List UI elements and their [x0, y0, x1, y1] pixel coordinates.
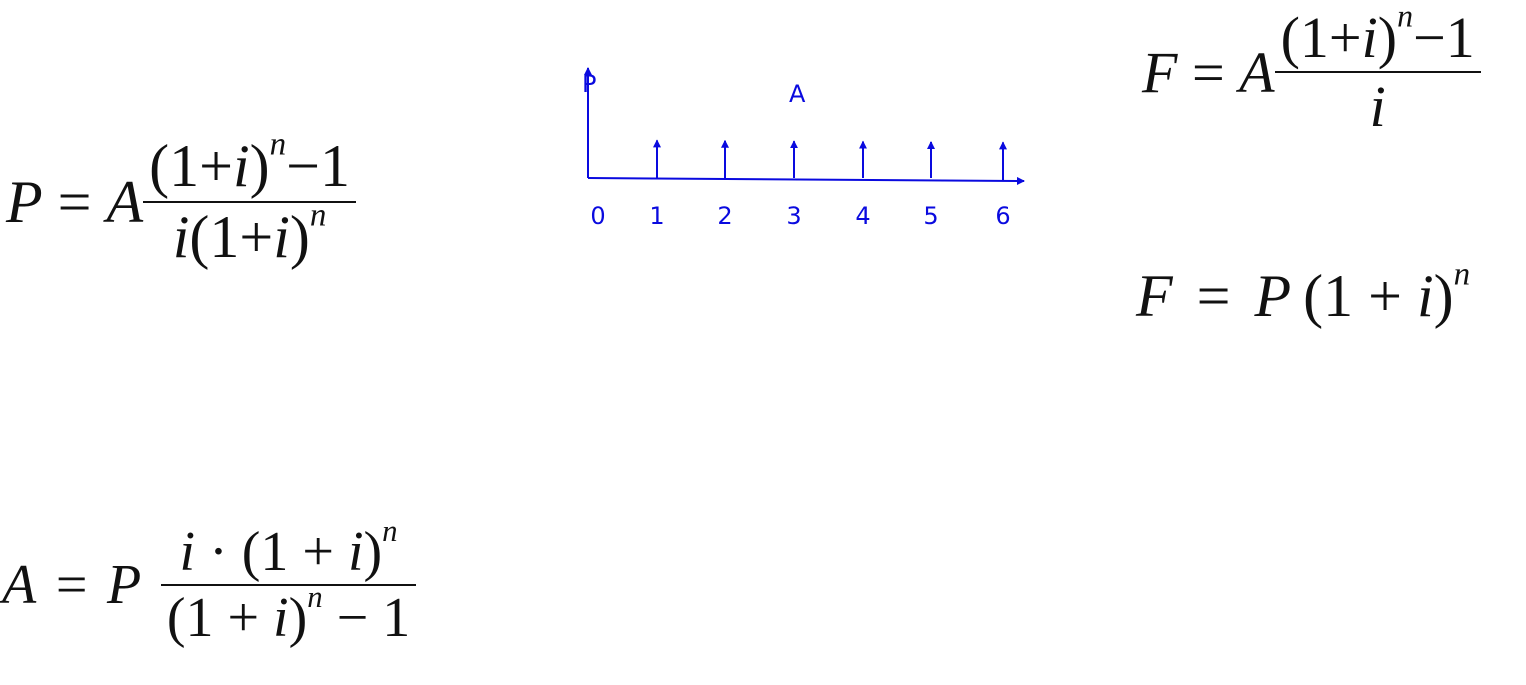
formula-lhs: A — [2, 554, 37, 616]
denominator: i — [1369, 74, 1386, 139]
equals-sign: = — [1191, 39, 1225, 105]
formula-lhs: F — [1142, 39, 1178, 105]
period-label-2: 2 — [717, 202, 732, 230]
formula-coefficient: A — [106, 168, 144, 235]
equals-sign: = — [1196, 263, 1231, 329]
formula-future-value-of-annuity: F = A (1+i)n−1 i — [1142, 0, 1481, 140]
fraction-bar — [1274, 71, 1481, 73]
fraction-bar — [143, 201, 356, 203]
formula-body: (1 + i)n — [1303, 256, 1471, 329]
present-value-label: P — [582, 70, 596, 98]
formula-coefficient: A — [1239, 39, 1275, 105]
formula-future-value-of-present: F = P (1 + i)n — [1136, 256, 1471, 331]
period-label-1: 1 — [649, 202, 664, 230]
numerator: (1+i)n−1 — [1280, 0, 1475, 70]
numerator: (1+i)n−1 — [149, 126, 350, 199]
denominator: i(1+i)n — [172, 197, 327, 270]
fraction: (1+i)n−1 i — [1274, 0, 1481, 140]
period-label-0: 0 — [590, 202, 605, 230]
equals-sign: = — [55, 554, 88, 616]
formula-lhs: P — [6, 168, 43, 235]
equals-sign: = — [57, 168, 92, 235]
period-label-6: 6 — [995, 202, 1010, 230]
time-axis — [587, 176, 1025, 185]
period-label-5: 5 — [923, 202, 938, 230]
period-label-4: 4 — [855, 202, 870, 230]
formula-present-value-of-annuity: P = A (1+i)n−1 i(1+i)n — [6, 126, 356, 272]
formula-coefficient: P — [107, 554, 142, 616]
cash-flow-diagram: P A 0 1 2 3 4 5 6 — [582, 67, 1025, 230]
formula-capital-recovery: A = P i · (1 + i)n (1 + i)n − 1 — [2, 513, 417, 650]
fraction: (1+i)n−1 i(1+i)n — [143, 126, 356, 272]
period-label-3: 3 — [786, 202, 801, 230]
fraction: i · (1 + i)n (1 + i)n − 1 — [160, 513, 417, 650]
numerator: i · (1 + i)n — [179, 513, 398, 583]
annuity-label: A — [789, 80, 806, 108]
formula-lhs: F — [1136, 263, 1173, 329]
denominator: (1 + i)n − 1 — [166, 579, 411, 649]
formula-coefficient: P — [1254, 263, 1292, 329]
fraction-bar — [160, 584, 417, 586]
